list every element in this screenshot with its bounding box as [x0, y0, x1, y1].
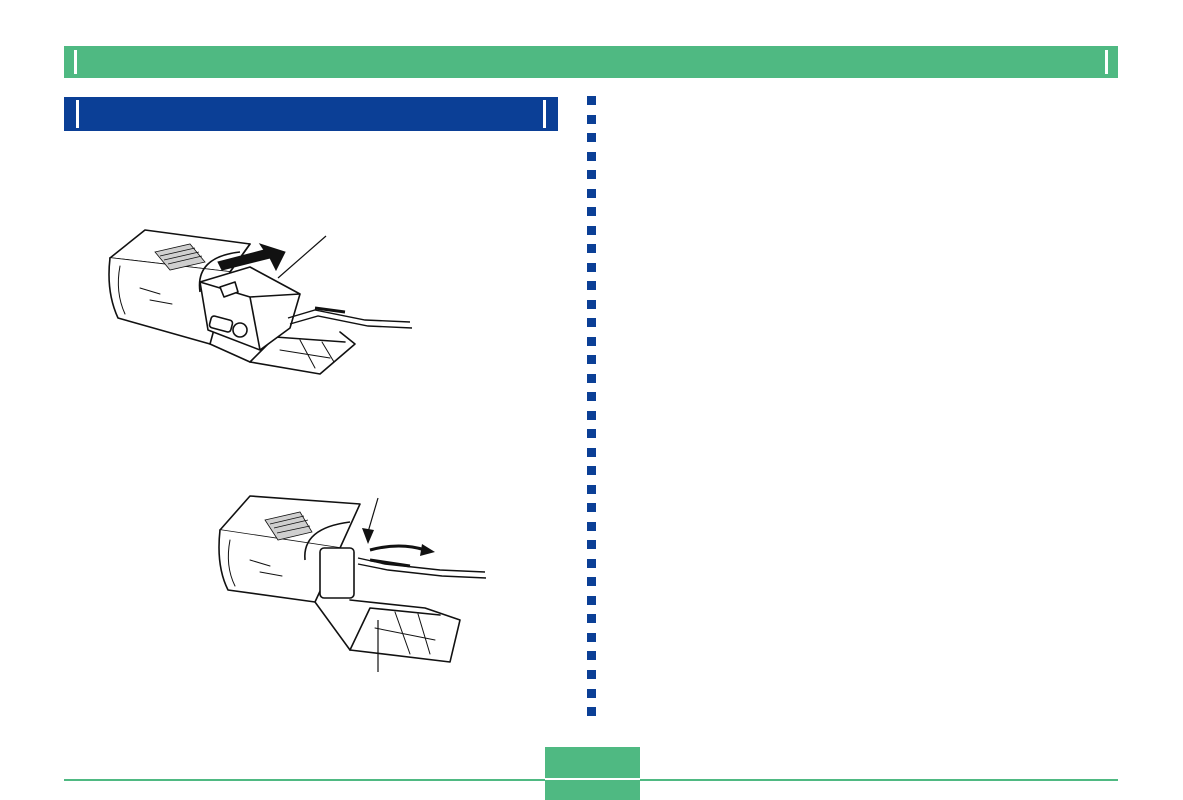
case-lid-texture	[154, 243, 206, 271]
divider-dot	[587, 392, 596, 402]
divider-dot	[587, 373, 596, 383]
divider-dot	[587, 133, 596, 143]
page-tab-divider	[545, 778, 640, 780]
divider-dot	[587, 225, 596, 235]
divider-dot	[587, 558, 596, 568]
divider-dot	[587, 632, 596, 642]
camera-case-illustration	[108, 229, 413, 375]
divider-dot	[587, 170, 596, 180]
case-strap-icon	[304, 521, 351, 561]
divider-dot	[587, 521, 596, 531]
camera-icon	[319, 547, 355, 599]
divider-dot	[587, 707, 596, 717]
divider-dot	[587, 669, 596, 679]
divider-dot	[587, 262, 596, 272]
arrow-icon	[369, 544, 435, 556]
divider-dot	[587, 614, 596, 624]
divider-dot	[587, 484, 596, 494]
section-header-bar	[64, 97, 558, 131]
strap-icon	[357, 557, 487, 579]
strap-case-illustration	[218, 495, 487, 672]
divider-dot	[587, 447, 596, 457]
divider-dot	[587, 96, 596, 105]
divider-dot	[587, 410, 596, 420]
divider-dot	[587, 540, 596, 550]
leader-line	[277, 235, 327, 279]
divider-dot	[587, 151, 596, 161]
case-lid-texture	[264, 511, 313, 541]
divider-dot	[587, 503, 596, 513]
page-number-tab	[545, 747, 640, 800]
pointer-arrow-icon	[362, 528, 374, 544]
divider-dot	[587, 299, 596, 309]
header-left-stripe	[74, 50, 77, 74]
strap-icon	[287, 306, 413, 329]
section-left-stripe	[76, 100, 79, 128]
leader-line	[367, 497, 379, 533]
header-right-stripe	[1105, 50, 1108, 74]
column-divider	[587, 96, 596, 726]
divider-dot	[587, 207, 596, 217]
divider-dot	[587, 651, 596, 661]
divider-dot	[587, 466, 596, 476]
divider-dot	[587, 595, 596, 605]
divider-dot	[587, 318, 596, 328]
chapter-header-bar	[64, 46, 1118, 78]
divider-dot	[587, 429, 596, 439]
section-right-stripe	[543, 100, 546, 128]
divider-dot	[587, 355, 596, 365]
divider-dot	[587, 281, 596, 291]
divider-dot	[587, 336, 596, 346]
case-strap-icon	[198, 251, 241, 293]
divider-dot	[587, 688, 596, 698]
arrow-icon	[217, 243, 286, 272]
case-front	[218, 529, 341, 603]
divider-dot	[587, 577, 596, 587]
divider-dot	[587, 188, 596, 198]
divider-dot	[587, 244, 596, 254]
divider-dot	[587, 114, 596, 124]
